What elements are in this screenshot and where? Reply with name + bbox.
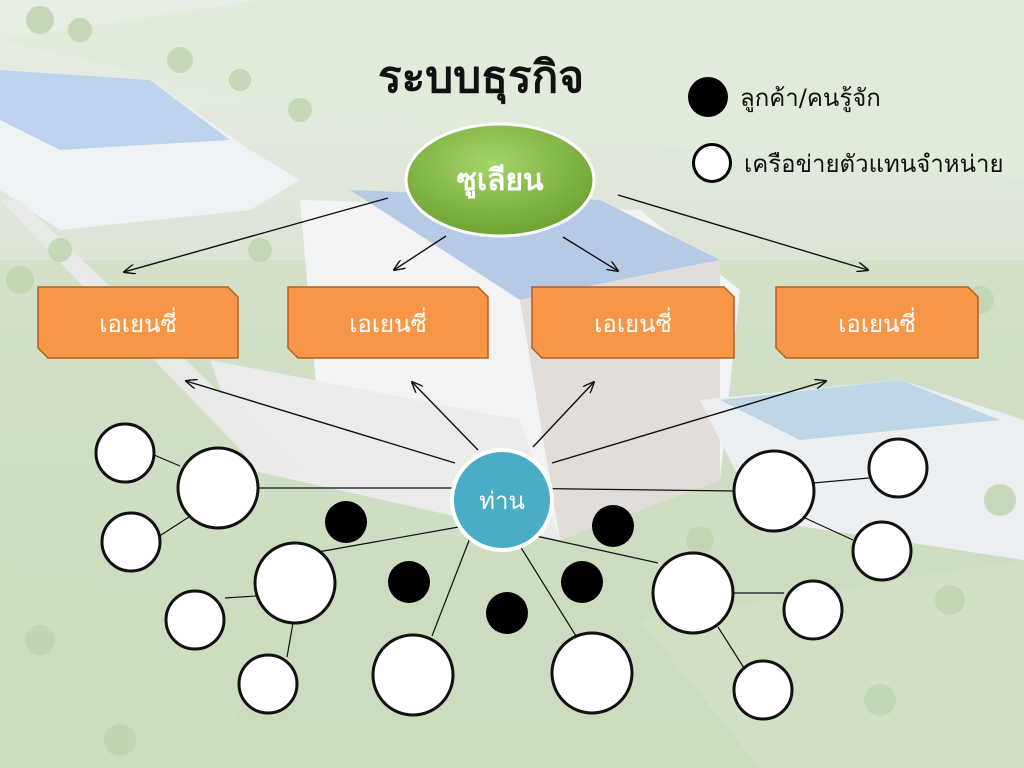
- arrow-root-agency-4: [617, 194, 868, 270]
- network-node: [782, 579, 844, 641]
- network-node: [253, 541, 337, 625]
- network-node: [100, 511, 162, 573]
- agency-label-2: เอเยนซี่: [349, 309, 427, 338]
- agency-label-1: เอเยนซี่: [99, 309, 177, 338]
- network-node: [732, 659, 794, 721]
- arrow-center-agency-4: [551, 381, 826, 464]
- agency-boxes: [37, 286, 979, 359]
- agency-box-1: [37, 286, 239, 359]
- root-label: ซูเลียน: [456, 162, 544, 198]
- customer-node: [561, 561, 603, 603]
- agency-label-4: เอเยนซี่: [838, 309, 916, 338]
- network-node: [237, 653, 299, 715]
- network-node: [550, 631, 634, 715]
- center-label: ท่าน: [479, 486, 525, 515]
- network-node: [651, 551, 735, 635]
- arrow-root-agency-3: [562, 236, 618, 271]
- center-node: [450, 448, 554, 552]
- filled-circle-icon: [688, 77, 728, 117]
- legend-label-network: เครือข่ายตัวแทนจำหน่าย: [744, 149, 1004, 178]
- customer-node: [592, 505, 634, 547]
- arrow-center-agency-3: [532, 382, 594, 448]
- network-node: [94, 422, 156, 484]
- root-to-agency-arrows: [124, 194, 868, 272]
- network-node: [371, 633, 455, 717]
- network-node: [867, 437, 929, 499]
- root-node: [404, 122, 596, 238]
- legend-label-customer: ลูกค้า/คนรู้จัก: [740, 83, 881, 112]
- customer-node: [388, 561, 430, 603]
- agency-box-2: [287, 286, 489, 359]
- network-node: [164, 589, 226, 651]
- customer-circles: [325, 501, 634, 634]
- arrow-root-agency-2: [394, 235, 447, 270]
- agency-box-4: [775, 286, 979, 359]
- legend-item-network: เครือข่ายตัวแทนจำหน่าย: [692, 143, 1004, 183]
- hollow-circle-icon: [692, 143, 732, 183]
- agency-box-3: [531, 286, 735, 359]
- page-title: ระบบธุรกิจ: [378, 52, 585, 103]
- customer-node: [486, 592, 528, 634]
- arrow-root-agency-1: [124, 197, 389, 272]
- arrow-center-agency-1: [186, 381, 456, 464]
- agency-label-3: เอเยนซี่: [594, 309, 672, 338]
- legend-item-customer: ลูกค้า/คนรู้จัก: [688, 77, 881, 117]
- network-circles: [94, 422, 929, 721]
- network-node: [176, 446, 260, 530]
- arrow-center-agency-2: [412, 382, 479, 451]
- customer-node: [325, 501, 367, 543]
- network-node: [732, 449, 816, 533]
- network-node: [851, 520, 913, 582]
- center-to-agency-arrows: [186, 381, 826, 464]
